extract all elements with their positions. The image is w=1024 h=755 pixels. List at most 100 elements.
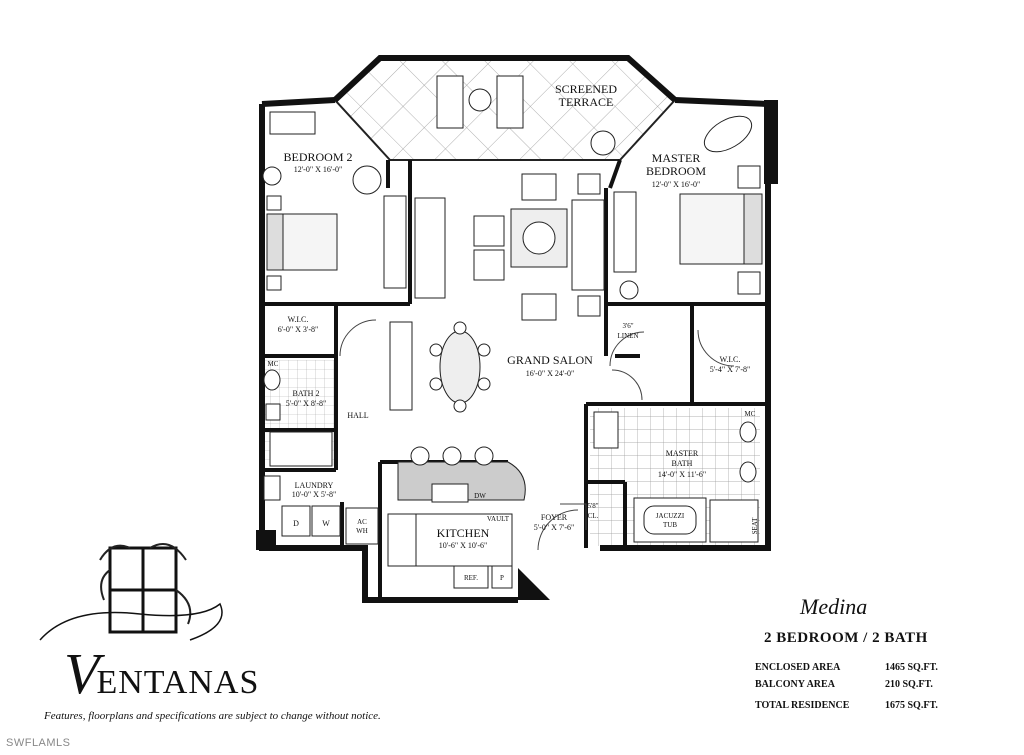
lounge-chair-icon [496,75,524,129]
washer-icon [311,505,341,537]
sink-icon [263,369,281,391]
ac-label: AC [357,518,367,526]
bed-bath-count: 2 BEDROOM / 2 BATH [764,630,928,646]
balcony-area-label: BALCONY AREA [755,679,835,690]
linen-label: LINEN [618,332,639,340]
total-residence-label: TOTAL RESIDENCE [755,700,850,711]
total-residence-value: 1675 SQ.FT. [885,700,938,711]
vault-label: VAULT [487,515,510,523]
barstool-icon [442,446,462,466]
side-table-icon [468,88,492,112]
terrace-label-line1: SCREENED [555,82,617,96]
jacuzzi-label-line1: JACUZZI [656,512,685,520]
wic-bed2-label: W.I.C. [288,315,309,324]
foyer-dim: 5'-0" X 7'-6" [534,523,575,532]
wic-bed2-dim: 6'-0" X 3'-8" [278,325,319,334]
wic-master-dim: 5'-4" X 7'-8" [710,365,751,374]
master-bedroom-label-line1: MASTER [652,151,701,165]
ottoman-icon [521,173,557,201]
wic-master-label: W.I.C. [720,355,741,364]
grand-salon-dim: 16'-0" X 24'-0" [526,369,575,378]
enclosed-area-label: ENCLOSED AREA [755,662,841,673]
kitchen-label: KITCHEN [437,526,490,540]
foyer-label: FOYER [541,513,568,522]
master-bath-label-line1: MASTER [666,449,699,458]
ac-unit-icon [345,507,379,545]
bath2-fixtures [263,369,333,467]
exterior-pier [518,568,550,600]
bathtub-icon [269,431,333,467]
wh-label: WH [356,527,368,535]
laundry-dim: 10'-0" X 5'-8" [292,490,337,499]
refrigerator-label: REF. [464,574,478,582]
enclosed-area-value: 1465 SQ.FT. [885,662,938,673]
dryer-label: D [293,519,299,528]
kitchen-bar-counter [397,461,526,501]
brand-initial: V [64,641,101,706]
linen-size: 3'6" [622,322,633,330]
buffet-icon [389,321,413,411]
nightstand-icon [266,195,282,211]
nightstand-icon [737,165,761,189]
closet-label: CL. [588,512,599,520]
armchair-icon [473,215,505,247]
pantry-icon [491,565,513,589]
sink-icon [739,421,757,443]
barstool-icon [410,446,430,466]
enclosed-area-row: ENCLOSED AREA 1465 SQ.FT. [755,662,938,673]
terrace-label-line2: TERRACE [559,95,614,109]
exterior-pier [764,100,778,184]
master-bath-label-line2: BATH [672,459,693,468]
shower-icon [593,411,619,449]
kitchen-dim: 10'-6" X 10'-6" [439,541,488,550]
salon-furniture [389,173,605,413]
hall-label: HALL [347,411,368,420]
exterior-walls [259,97,771,603]
kitchen-island [415,513,513,567]
sink-icon [431,483,469,503]
laundry-fixtures [263,475,379,545]
brand-logo: VENTANAS [64,640,259,707]
brand-name: ENTANAS [96,664,260,701]
dining-table-icon [439,330,481,404]
plant-icon [619,280,639,300]
pantry-label: P [500,574,504,582]
sofa-icon [571,199,605,291]
lounge-chair-icon [436,75,464,129]
dresser-icon [383,195,407,289]
jacuzzi-label-line2: TUB [663,521,677,529]
disclaimer-text: Features, floorplans and specifications … [44,710,381,722]
screened-terrace [332,55,677,161]
master-bath-dim: 14'-0" X 11'-6" [658,470,706,479]
plant-icon [262,166,282,186]
door-swings [339,319,735,551]
ottoman-icon [521,293,557,321]
shower-seat-label: SEAT [751,517,759,534]
end-table-icon [577,295,601,317]
closet-size: 5'8" [587,502,598,510]
nightstand-icon [737,271,761,295]
master-bedroom-dim: 12'-0" X 16'-0" [652,180,701,189]
barstool-icon [474,446,494,466]
chaise-icon [703,115,753,153]
shower-icon [709,499,759,543]
master-medicine-cabinet-label: MC [745,410,756,418]
master-bedroom-furniture [613,115,763,300]
end-table-icon [577,173,601,195]
range-icon [387,513,417,567]
media-console-icon [414,197,446,299]
master-bath-fixtures [593,411,759,543]
bedroom2-dim: 12'-0" X 16'-0" [294,165,343,174]
laundry-label: LAUNDRY [295,481,334,490]
armchair-icon [473,249,505,281]
toilet-icon [265,403,281,421]
interior-walls [262,159,765,600]
mls-watermark: SWFLAMLS [6,737,71,749]
refrigerator-icon [453,565,489,589]
ventanas-window-logo [39,543,223,641]
sink-icon [739,461,757,483]
exterior-pier [256,530,276,550]
dryer-icon [281,505,311,537]
nightstand-icon [266,275,282,291]
